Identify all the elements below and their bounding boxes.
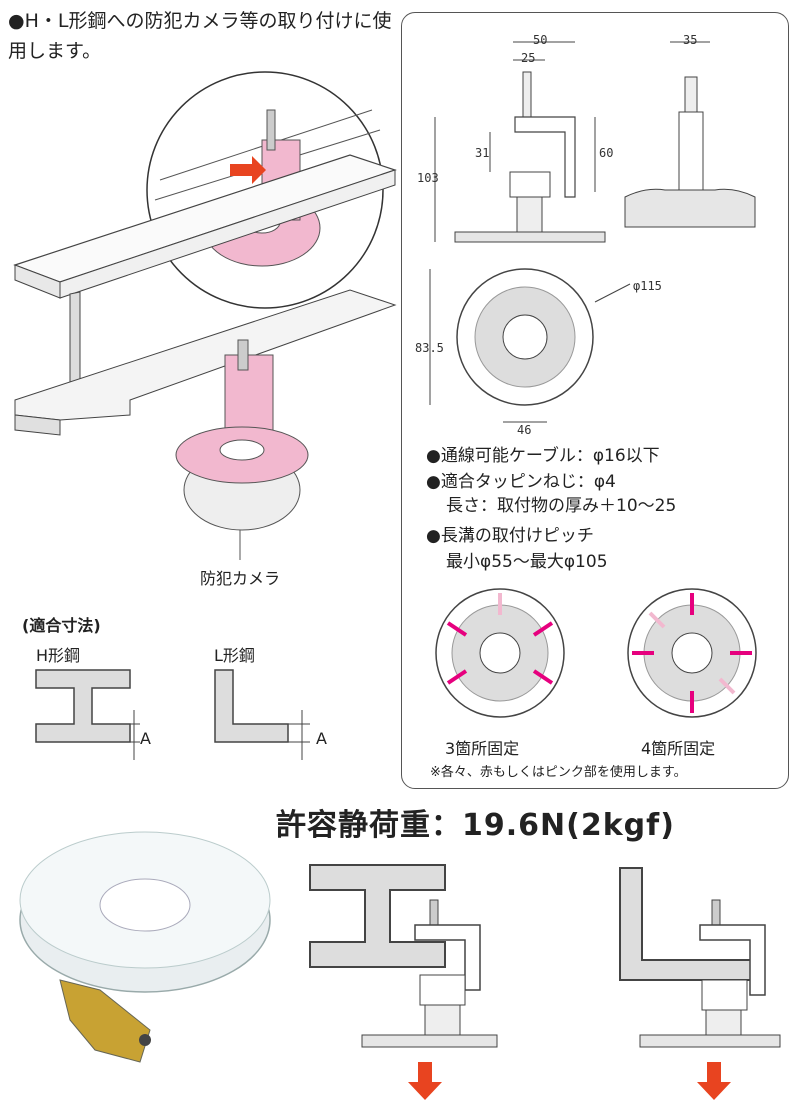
load-rating: 許容静荷重：19.6N(2kgf) — [276, 808, 675, 843]
dim-50: 50 — [533, 33, 547, 47]
dim-83-5: 83.5 — [415, 341, 444, 355]
dim-103: 103 — [417, 171, 439, 185]
fix-4-label: 4箇所固定 — [641, 739, 716, 758]
fix-4-disk — [627, 588, 757, 718]
spec-pitch: ●長溝の取付けピッチ — [426, 526, 594, 546]
fix-diagrams — [435, 588, 757, 718]
l-beam-load-diagram — [619, 867, 781, 1100]
dimension-drawing: 50 25 103 31 60 35 φ115 83.5 46 — [415, 33, 756, 437]
h-a-label: A — [140, 729, 151, 748]
camera-label: 防犯カメラ — [200, 569, 281, 588]
spec-cable: ●通線可能ケーブル：φ16以下 — [426, 446, 660, 466]
dim-31: 31 — [475, 146, 489, 160]
spec-panel — [401, 12, 789, 789]
spec-screw-length: 長さ：取付物の厚み＋10〜25 — [446, 496, 677, 516]
spec-pitch-range: 最小φ55〜最大φ105 — [446, 552, 608, 572]
l-a-label: A — [316, 729, 327, 748]
h-load-arrow — [408, 1062, 442, 1100]
fix-note: ※各々、赤もしくはピンク部を使用します。 — [430, 765, 687, 780]
h-beam-load-diagram — [309, 864, 498, 1100]
dim-46: 46 — [517, 423, 531, 437]
l-steel-label: L形鋼 — [214, 646, 255, 665]
product-photo — [19, 831, 271, 1063]
fix-3-disk — [435, 588, 565, 718]
l-load-arrow — [697, 1062, 731, 1100]
dim-phi115: φ115 — [633, 279, 662, 293]
l-steel-shape — [214, 669, 289, 743]
dim-25: 25 — [521, 51, 535, 65]
h-steel-label: H形鋼 — [36, 646, 81, 665]
zoom-arrow — [230, 156, 266, 184]
bottom-illustrations — [19, 831, 781, 1100]
beam-web — [69, 291, 81, 393]
h-steel-shape — [35, 669, 131, 743]
spec-screw: ●適合タッピンねじ：φ4 — [426, 472, 616, 492]
h-beam-illustration — [13, 71, 397, 560]
dim-35: 35 — [683, 33, 697, 47]
fix-3-label: 3箇所固定 — [445, 739, 520, 758]
dim-60: 60 — [599, 146, 613, 160]
bracket — [224, 354, 274, 436]
intro-text: ●H・L形鋼への防犯カメラ等の取り付けに使用します。 — [8, 10, 392, 62]
fit-dims-diagram — [35, 669, 310, 760]
fit-dims-title: (適合寸法) — [22, 616, 101, 635]
